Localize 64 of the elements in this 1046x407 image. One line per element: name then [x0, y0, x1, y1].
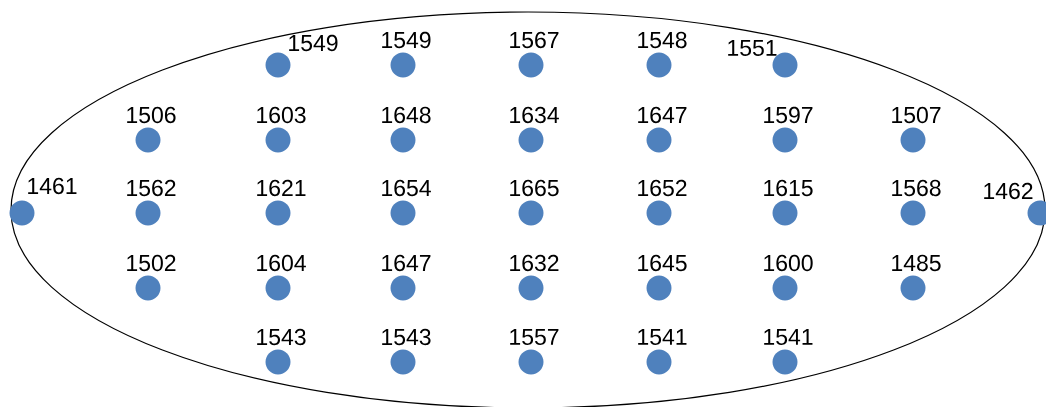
value-label: 1654: [382, 179, 431, 197]
value-label: 1634: [510, 106, 559, 124]
value-label: 1603: [257, 106, 306, 124]
value-label: 1665: [510, 179, 559, 197]
value-label: 1507: [892, 106, 941, 124]
dot: [646, 200, 672, 226]
value-label: 1567: [510, 31, 559, 49]
dot: [390, 200, 416, 226]
value-label: 1506: [127, 106, 176, 124]
value-label: 1621: [257, 179, 306, 197]
value-label: 1632: [510, 254, 559, 272]
value-label: 1652: [638, 179, 687, 197]
dot: [390, 127, 416, 153]
dot: [518, 127, 544, 153]
dot: [265, 200, 291, 226]
dot: [390, 349, 416, 375]
dot: [772, 200, 798, 226]
value-label: 1543: [382, 328, 431, 346]
value-label: 1562: [127, 179, 176, 197]
dot: [900, 200, 926, 226]
dot: [518, 349, 544, 375]
value-label: 1549: [289, 34, 338, 52]
dot: [646, 349, 672, 375]
dot: [265, 52, 291, 78]
dot: [518, 275, 544, 301]
value-label: 1541: [638, 329, 687, 345]
value-label: 1549: [382, 31, 431, 49]
value-label: 1557: [510, 329, 559, 345]
value-label: 1615: [764, 179, 813, 197]
dot: [265, 349, 291, 375]
value-label: 1485: [892, 254, 941, 272]
dot: [518, 52, 544, 78]
dot: [772, 127, 798, 153]
dot: [135, 200, 161, 226]
dot: [390, 275, 416, 301]
value-label: 1604: [257, 254, 306, 272]
dot: [772, 275, 798, 301]
dot: [646, 127, 672, 153]
value-label: 1462: [984, 182, 1033, 200]
value-label: 1647: [638, 106, 687, 124]
value-label: 1597: [764, 106, 813, 124]
dot: [265, 275, 291, 301]
dot: [135, 127, 161, 153]
value-label: 1568: [892, 179, 941, 197]
value-label: 1548: [638, 31, 687, 49]
dot: [265, 127, 291, 153]
dot: [646, 52, 672, 78]
value-label: 1541: [764, 329, 813, 345]
value-label: 1645: [638, 254, 687, 272]
value-label: 1502: [127, 254, 176, 272]
value-label: 1551: [728, 40, 777, 56]
dot: [390, 52, 416, 78]
dot: [900, 275, 926, 301]
dot: [772, 349, 798, 375]
value-label: 1600: [764, 254, 813, 272]
dot: [900, 127, 926, 153]
value-label: 1543: [257, 328, 306, 346]
dot: [9, 200, 35, 226]
value-label: 1461: [28, 177, 77, 195]
dot: [518, 200, 544, 226]
value-label: 1647: [382, 254, 431, 272]
dot: [135, 275, 161, 301]
dot: [646, 275, 672, 301]
value-label: 1648: [382, 106, 431, 124]
